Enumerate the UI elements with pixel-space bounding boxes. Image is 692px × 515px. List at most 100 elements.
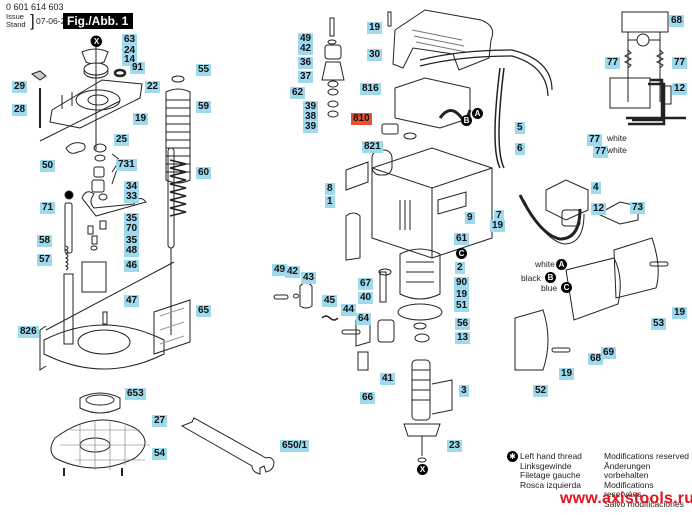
- issue-date: 07-06-27: [36, 16, 71, 26]
- part-label-19-handle-left: 19: [559, 368, 575, 380]
- wrench: [180, 417, 275, 475]
- legend-line: Linksgewinde: [520, 460, 572, 471]
- part-label-5: 5: [515, 122, 525, 134]
- part-label-61: 61: [454, 233, 470, 245]
- cables-and-switch: [494, 67, 639, 245]
- part-label-35: 35: [124, 213, 140, 225]
- part-label-63: 63: [122, 34, 138, 46]
- connector-c-mark-handle: C: [561, 282, 572, 293]
- part-label-46: 46: [124, 260, 140, 272]
- part-label-39-second: 39: [303, 121, 319, 133]
- part-label-19-coil: 19: [454, 289, 470, 301]
- modifications-notice: Modifications reserved Änderungen vorbeh…: [604, 451, 692, 509]
- connector-a-mark-handle: A: [556, 259, 567, 270]
- part-label-19-switch: 19: [490, 220, 506, 232]
- part-label-33: 33: [124, 191, 140, 203]
- part-label-49: 49: [298, 33, 314, 45]
- part-label-70: 70: [124, 223, 140, 235]
- issue-label: Issue Stand: [6, 13, 26, 29]
- part-label-2: 2: [455, 262, 465, 274]
- figure-title: Fig./Abb. 1: [63, 13, 134, 29]
- legend-line: Filetage gauche: [520, 470, 581, 480]
- part-label-62: 62: [290, 87, 306, 99]
- part-label-53: 53: [651, 318, 667, 330]
- part-label-29: 29: [12, 81, 28, 93]
- part-label-19-cover: 19: [367, 22, 383, 34]
- part-label-6: 6: [515, 143, 525, 155]
- connector-b-mark: B: [461, 115, 472, 126]
- part-label-731: 731: [116, 159, 137, 171]
- part-label-12: 12: [591, 203, 607, 215]
- router-base: [39, 147, 191, 371]
- part-label-7: 7: [494, 210, 504, 222]
- lock-assembly-parts: [273, 268, 395, 371]
- part-label-8: 8: [325, 183, 335, 195]
- part-label-12-schematic: 12: [672, 83, 688, 95]
- part-label-65: 65: [196, 305, 212, 317]
- part-label-44: 44: [341, 304, 357, 316]
- part-label-37: 37: [298, 71, 314, 83]
- column-springs: [165, 75, 191, 217]
- modifications-line: Modifications reserved: [604, 451, 690, 461]
- part-label-90: 90: [454, 277, 470, 289]
- part-label-47: 47: [124, 295, 140, 307]
- part-label-48: 48: [124, 245, 140, 257]
- part-label-13: 13: [455, 332, 471, 344]
- wire-note-white-3: white: [535, 259, 555, 269]
- modifications-line: Salvo modificaciones: [604, 498, 684, 509]
- part-label-69: 69: [601, 347, 617, 359]
- part-number: 0 601 614 603: [6, 2, 64, 12]
- armature: [403, 322, 453, 463]
- part-label-3: 3: [459, 385, 469, 397]
- part-label-55: 55: [196, 64, 212, 76]
- part-label-816: 816: [360, 83, 381, 95]
- part-label-45: 45: [322, 295, 338, 307]
- part-label-67: 67: [358, 278, 374, 290]
- part-label-77-white-1: 77: [587, 134, 603, 146]
- motor-cap-assembly: [30, 35, 143, 193]
- motor-housing: [345, 147, 493, 261]
- part-label-91: 91: [130, 62, 146, 74]
- part-label-60: 60: [196, 167, 212, 179]
- part-label-38: 38: [303, 111, 319, 123]
- part-label-810-highlighted: 810: [351, 113, 372, 125]
- modifications-line: Modifications reservées: [604, 479, 654, 499]
- locking-knob-assembly: [321, 17, 345, 118]
- part-label-30: 30: [367, 49, 383, 61]
- part-label-58: 58: [37, 235, 53, 247]
- part-label-653: 653: [125, 388, 146, 400]
- part-label-826: 826: [18, 326, 39, 338]
- website-watermark: www.axistools.ru: [560, 490, 692, 507]
- part-label-51: 51: [454, 300, 470, 312]
- connector-b-mark-handle: B: [545, 272, 556, 283]
- issue-label-en: Issue: [6, 12, 24, 21]
- part-label-1: 1: [325, 196, 335, 208]
- adapter-ring-and-baseplate: [50, 392, 150, 476]
- motor-cover: [387, 9, 494, 71]
- part-label-39: 39: [303, 101, 319, 113]
- part-label-36: 36: [298, 57, 314, 69]
- field-coil: [397, 248, 443, 321]
- part-label-50: 50: [40, 160, 56, 172]
- part-label-77-schematic-left: 77: [605, 57, 621, 69]
- part-label-66: 66: [360, 392, 376, 404]
- part-label-56: 56: [455, 318, 471, 330]
- part-label-64: 64: [356, 313, 372, 325]
- issue-brace: ]: [30, 11, 35, 30]
- part-label-77-white-2: 77: [593, 146, 609, 158]
- part-label-77-schematic-right: 77: [672, 57, 688, 69]
- depth-stop-assembly: [45, 190, 175, 345]
- part-label-4: 4: [591, 182, 601, 194]
- part-label-71: 71: [40, 202, 56, 214]
- part-label-650-1: 650/1: [280, 440, 310, 452]
- part-label-25: 25: [114, 134, 130, 146]
- part-label-23: 23: [447, 440, 463, 452]
- part-label-27: 27: [152, 415, 168, 427]
- left-hand-thread-mark-bottom: X: [417, 464, 428, 475]
- part-label-42-lock: 42: [285, 266, 301, 278]
- part-label-49-lock: 49: [272, 264, 288, 276]
- wiring-schematic: [609, 11, 686, 126]
- wire-note-blue: blue: [541, 283, 558, 293]
- legend-line: Left hand thread: [520, 451, 582, 461]
